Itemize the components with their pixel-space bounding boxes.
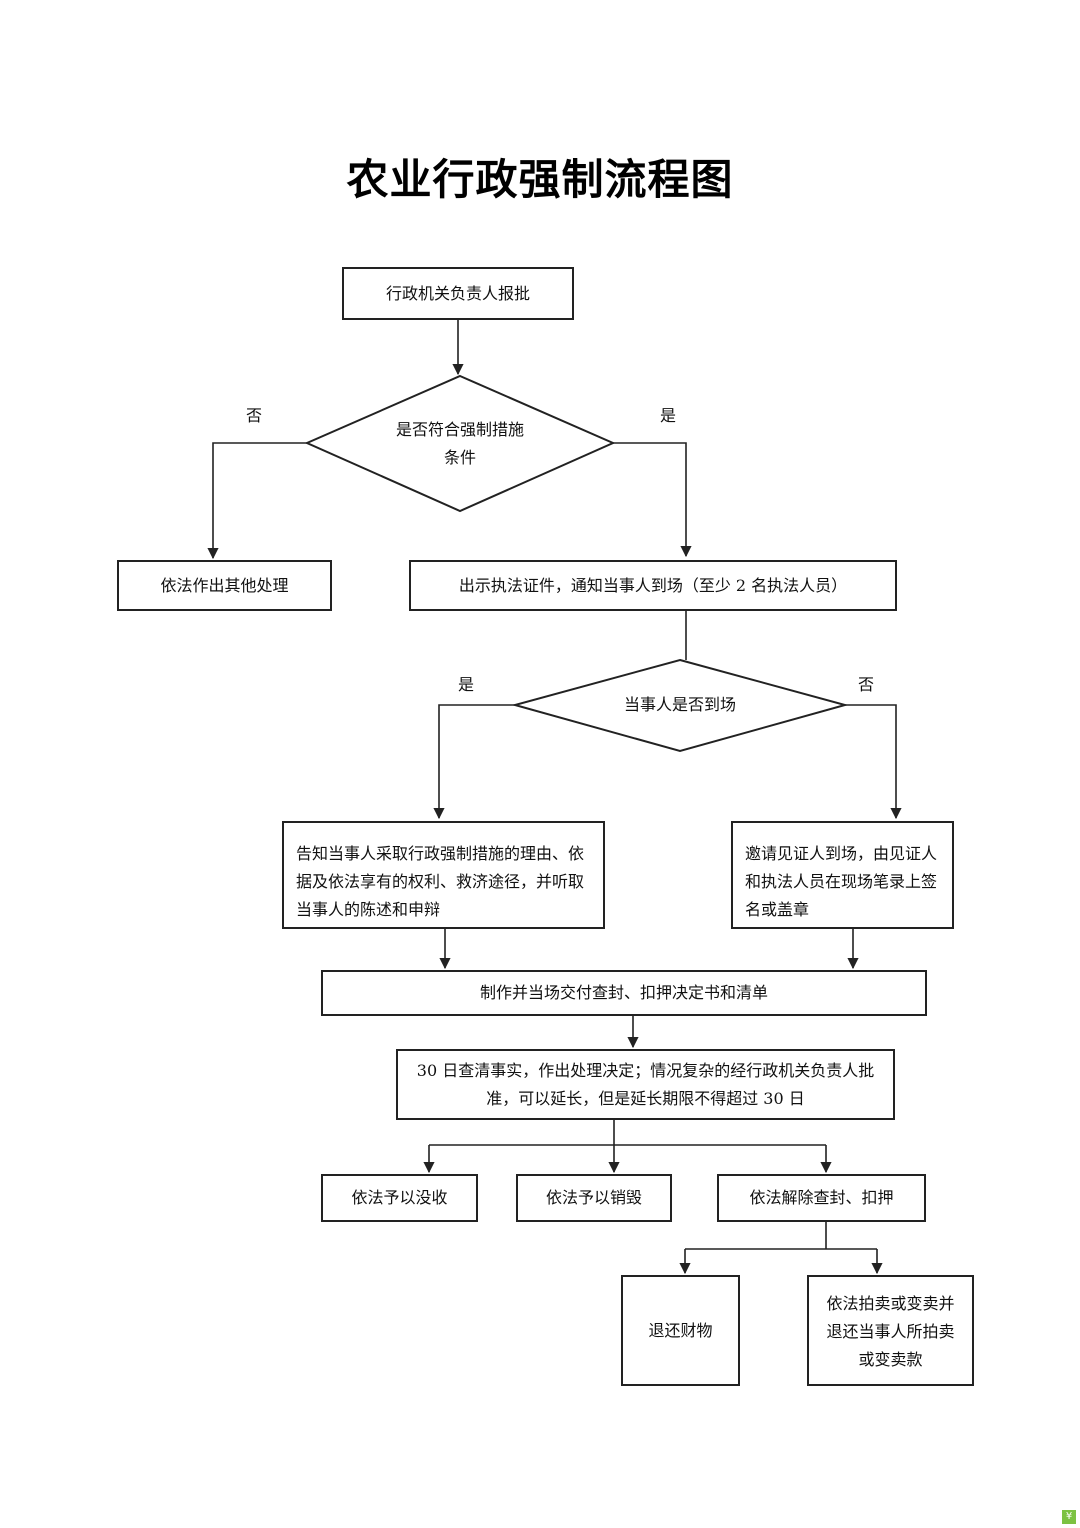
thirty-days-box: 30 日查清事实，作出处理决定；情况复杂的经行政机关负责人批 准，可以延长，但是…: [396, 1049, 895, 1120]
decision-diamond-conditions: [304, 374, 616, 513]
inform-party-line3: 当事人的陈述和申辩: [296, 900, 441, 919]
label-no-2: 否: [858, 675, 875, 694]
return-property-box: 退还财物: [621, 1275, 740, 1386]
invite-witness-line3: 名或盖章: [745, 900, 810, 919]
label-yes-1: 是: [660, 406, 677, 425]
decision-conditions-line2: 条件: [443, 448, 476, 467]
thirty-days-line1: 30 日查清事实，作出处理决定；情况复杂的经行政机关负责人批: [416, 1061, 875, 1080]
confiscate-box: 依法予以没收: [321, 1174, 478, 1222]
auction-refund-line3: 或变卖款: [858, 1350, 923, 1369]
decision-present-text: 当事人是否到场: [623, 695, 736, 714]
inform-party-line2: 据及依法享有的权利、救济途径，并听取: [296, 872, 585, 891]
approval-box: 行政机关负责人报批: [342, 267, 574, 320]
label-yes-2: 是: [458, 675, 475, 694]
destroy-box: 依法予以销毁: [516, 1174, 672, 1222]
label-no-1: 否: [246, 406, 263, 425]
other-handling-box: 依法作出其他处理: [117, 560, 332, 611]
invite-witness-box: 邀请见证人到场，由见证人 和执法人员在现场笔录上签 名或盖章: [731, 821, 954, 929]
inform-party-line1: 告知当事人采取行政强制措施的理由、依: [296, 844, 585, 863]
thirty-days-line2: 准，可以延长，但是延长期限不得超过 30 日: [486, 1089, 805, 1108]
inform-party-box: 告知当事人采取行政强制措施的理由、依 据及依法享有的权利、救济途径，并听取 当事…: [282, 821, 605, 929]
auction-refund-box: 依法拍卖或变卖并 退还当事人所拍卖 或变卖款: [807, 1275, 974, 1386]
make-decision-doc-box: 制作并当场交付查封、扣押决定书和清单: [321, 970, 927, 1016]
decision-diamond-present: [511, 658, 849, 753]
show-credentials-box: 出示执法证件，通知当事人到场（至少 2 名执法人员）: [409, 560, 897, 611]
page-title: 农业行政强制流程图: [346, 155, 734, 204]
decision-conditions-text: 是否符合强制措施 条件: [340, 416, 580, 472]
decision-conditions-line1: 是否符合强制措施: [395, 420, 524, 439]
release-box: 依法解除查封、扣押: [717, 1174, 926, 1222]
auction-refund-line2: 退还当事人所拍卖: [826, 1322, 955, 1341]
watermark-icon: ¥: [1062, 1510, 1076, 1524]
auction-refund-line1: 依法拍卖或变卖并: [826, 1294, 955, 1313]
invite-witness-line1: 邀请见证人到场，由见证人: [745, 844, 938, 863]
invite-witness-line2: 和执法人员在现场笔录上签: [745, 872, 938, 891]
